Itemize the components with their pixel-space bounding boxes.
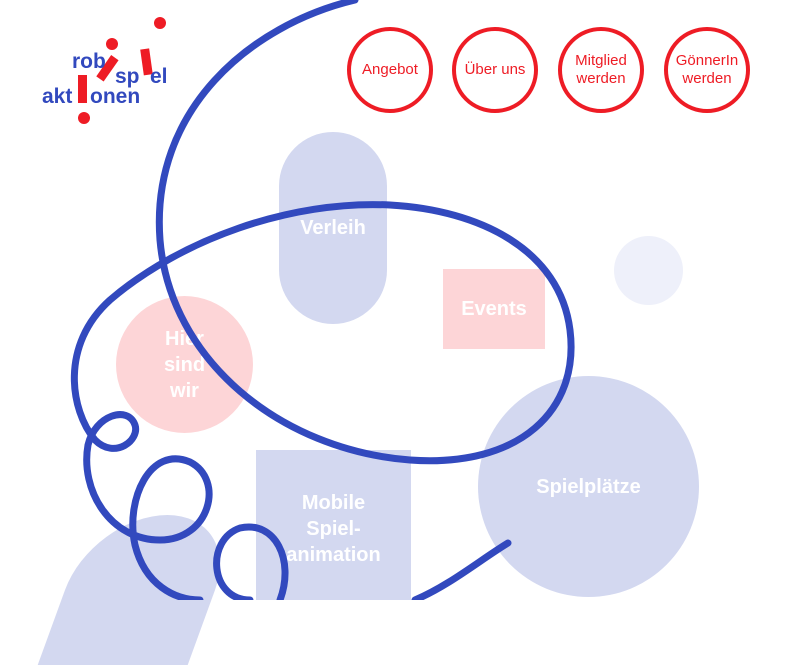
tile-label: Spielplätze <box>536 475 641 498</box>
nav-angebot[interactable]: Angebot <box>347 27 433 113</box>
tile-label: Verleih <box>300 217 366 239</box>
logo-dot <box>106 38 118 50</box>
tile-mobile-spielanimation[interactable]: Mobile Spiel-animation <box>256 450 411 600</box>
logo-bar <box>78 75 87 103</box>
logo-bar <box>140 48 153 76</box>
logo-text: sp <box>115 65 140 88</box>
tile-label: Hier sind wir <box>163 327 206 402</box>
tile-label: Mobile Spiel-animation <box>286 492 381 566</box>
logo-text: rob <box>72 50 106 73</box>
tile-hier-sind-wir[interactable]: Hier sind wir <box>116 296 253 433</box>
logo-bar <box>96 55 119 82</box>
nav-goennerin-werden[interactable]: GönnerIn werden <box>664 27 750 113</box>
decor-circle <box>614 236 683 305</box>
decor-shape <box>37 515 243 665</box>
logo-text: akt <box>42 85 72 108</box>
logo-dot <box>78 112 90 124</box>
logo-dot <box>154 17 166 29</box>
tile-label: Events <box>461 298 527 320</box>
logo-text: el <box>150 65 168 88</box>
nav-ueber-uns[interactable]: Über uns <box>452 27 538 113</box>
logo-text: onen <box>90 85 140 108</box>
tile-spielplaetze[interactable]: Spielplätze <box>478 376 699 597</box>
tile-events[interactable]: Events <box>443 269 545 349</box>
tile-verleih[interactable]: Verleih <box>279 132 387 324</box>
logo[interactable]: rob sp el akt onen <box>0 0 190 135</box>
nav-mitglied-werden[interactable]: Mitglied werden <box>558 27 644 113</box>
